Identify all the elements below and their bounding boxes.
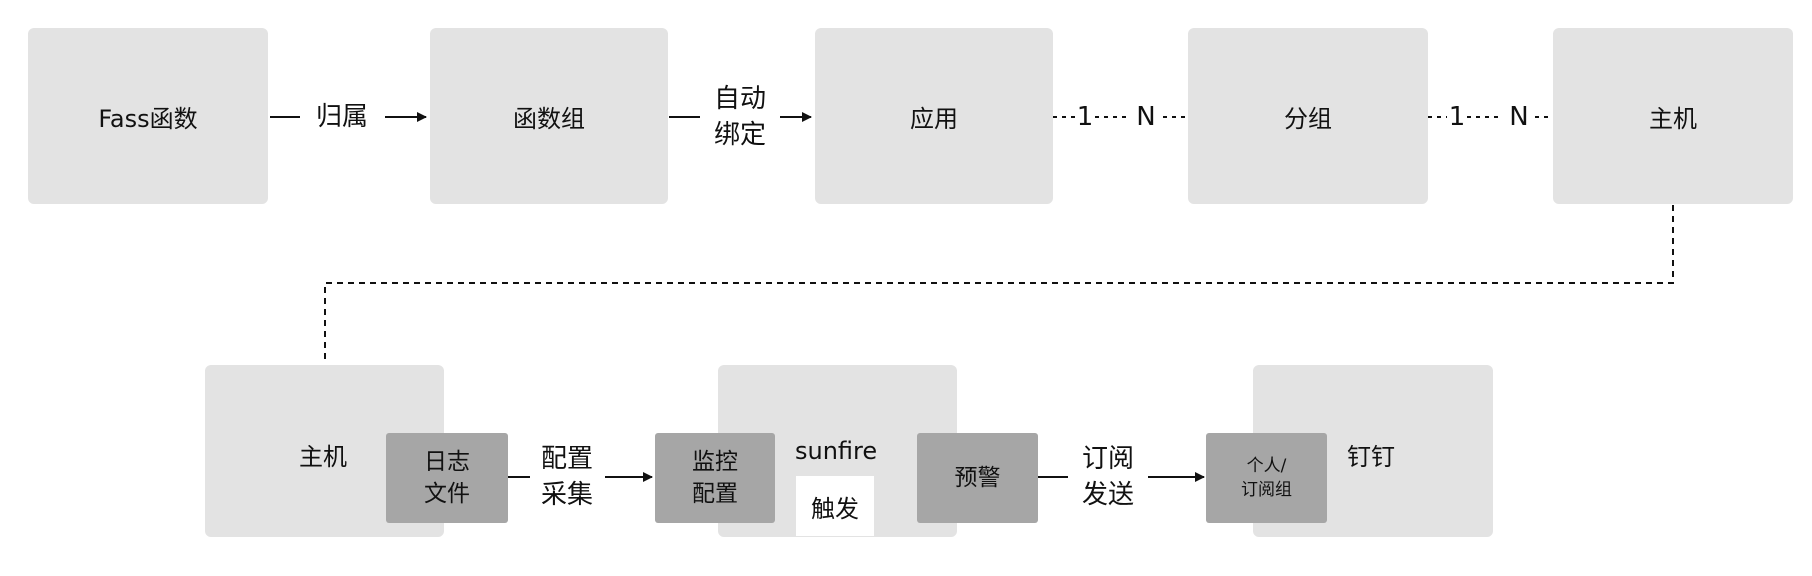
function-group-box: 函数组 [430, 28, 668, 204]
application-box: 应用 [815, 28, 1053, 204]
personal-group-line-2: 订阅组 [1241, 480, 1292, 500]
config-collect-line-1: 配置 [540, 444, 593, 474]
config-collect-line-2: 采集 [540, 480, 593, 510]
subscribe-send-line-1: 订阅 [1081, 444, 1134, 474]
dingtalk-label: 钉钉 [1347, 443, 1395, 471]
group-label: 分组 [1284, 104, 1332, 133]
subscribe-send-line-2: 发送 [1081, 480, 1134, 510]
group-box: 分组 [1188, 28, 1428, 204]
host-label-top: 主机 [1649, 104, 1697, 133]
host-label-bottom: 主机 [299, 443, 347, 471]
app-group-one-label: 1 [1076, 100, 1094, 134]
log-file-line-2: 文件 [424, 481, 470, 507]
personal-group-line-1: 个人/ [1246, 456, 1287, 476]
sunfire-label: sunfire [795, 437, 878, 465]
host-box-top: 主机 [1553, 28, 1793, 204]
log-file-box: 日志 文件 [386, 433, 508, 523]
belongs-label: 归属 [304, 99, 380, 135]
alert-label: 预警 [954, 465, 1001, 491]
fass-function-label: Fass函数 [98, 104, 198, 133]
auto-bind-line-1: 自动 [713, 84, 766, 114]
monitor-config-box: 监控 配置 [655, 433, 775, 523]
app-group-many-label: N [1132, 100, 1160, 134]
fass-function-box: Fass函数 [28, 28, 268, 204]
subscribe-send-label: 订阅 发送 [1070, 437, 1146, 517]
log-file-line-1: 日志 [424, 449, 470, 475]
group-host-one-label: 1 [1448, 100, 1466, 134]
dashed-host-link [324, 205, 1674, 364]
config-collect-label: 配置 采集 [532, 437, 602, 517]
monitor-config-line-2: 配置 [692, 481, 738, 507]
auto-bind-line-2: 绑定 [713, 120, 766, 150]
auto-bind-label: 自动 绑定 [703, 78, 777, 156]
application-label: 应用 [910, 104, 958, 133]
group-host-many-label: N [1505, 100, 1533, 134]
trigger-label: 触发 [796, 476, 874, 536]
function-group-label: 函数组 [513, 104, 585, 133]
personal-group-box: 个人/ 订阅组 [1206, 433, 1327, 523]
monitor-config-line-1: 监控 [692, 449, 738, 475]
alert-box: 预警 [917, 433, 1038, 523]
